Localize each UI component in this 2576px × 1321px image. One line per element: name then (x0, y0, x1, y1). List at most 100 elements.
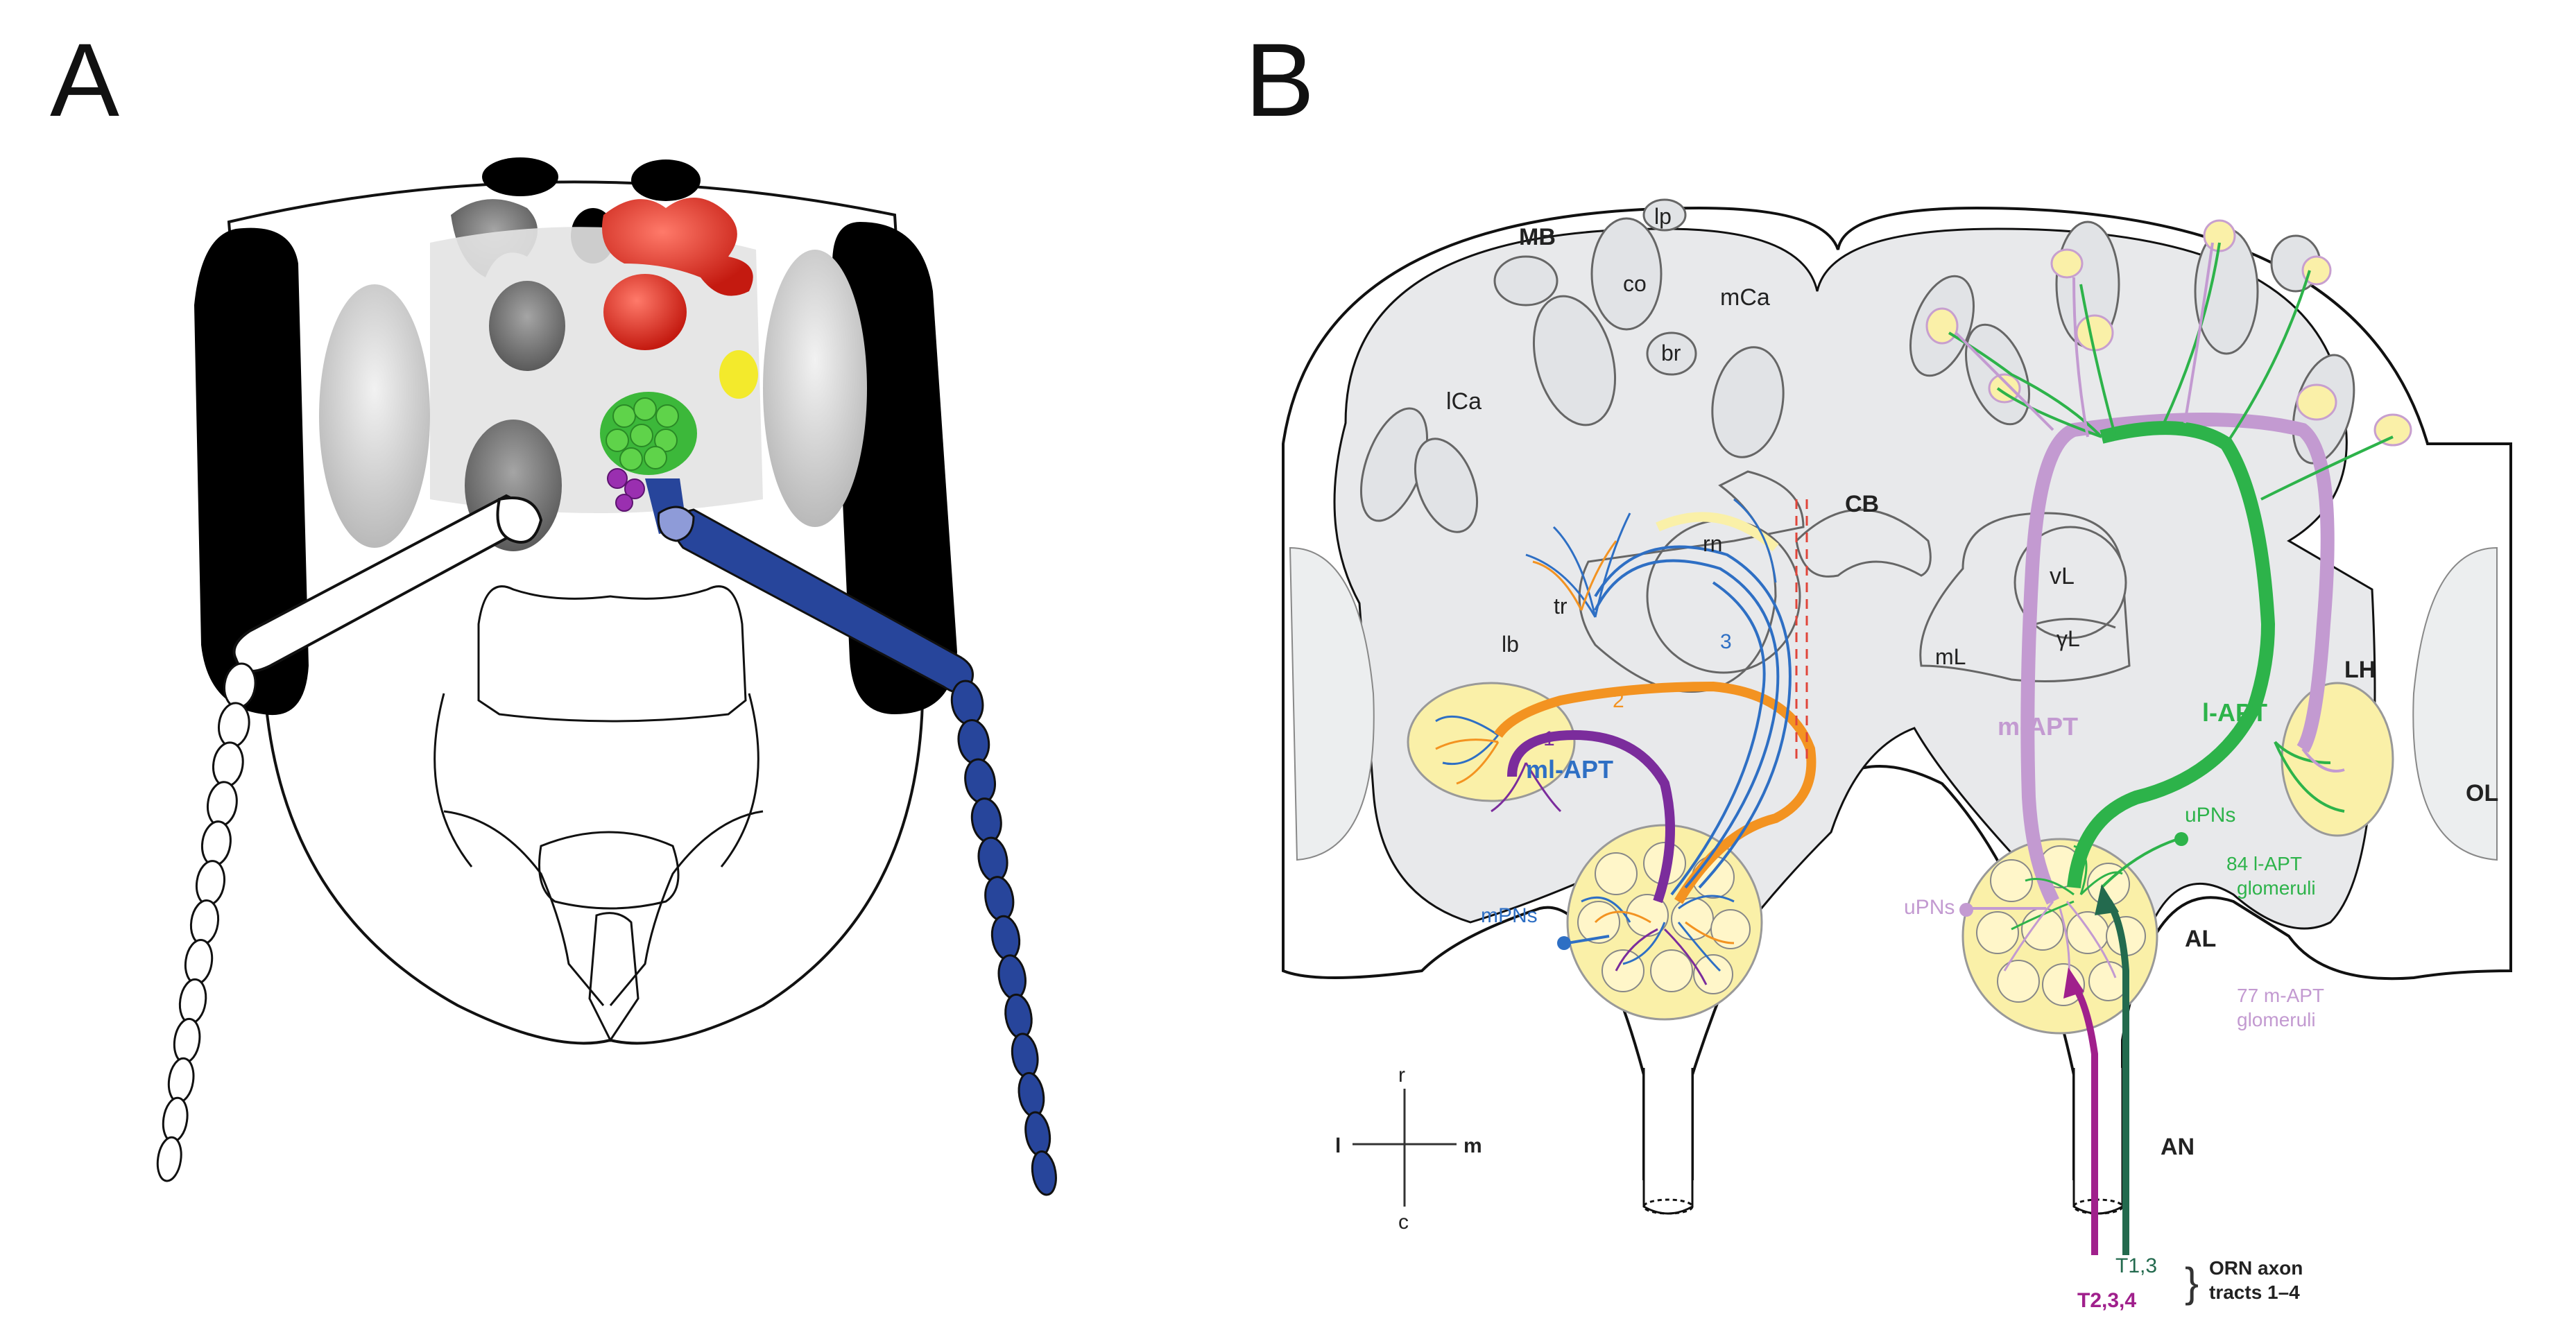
label-ml: mL (1935, 644, 1966, 669)
antenna-segment (1004, 993, 1033, 1039)
antennal-lobe-glomeruli-purple (607, 468, 645, 512)
gena-line-right (720, 693, 759, 867)
antenna-segment (977, 836, 1008, 883)
brain-lateral-horn-yellow (719, 350, 758, 399)
label-an: AN (2161, 1134, 2195, 1160)
mpns-dot (1557, 936, 1571, 950)
label-mapt-glom-1: 77 m-APT (2237, 985, 2324, 1006)
central-body (1795, 508, 1932, 578)
left-tract-dendrites (1435, 498, 1777, 985)
antenna-segment (970, 797, 1002, 843)
antenna-segment (206, 781, 238, 827)
flagellum-left (156, 662, 257, 1182)
mandibles (443, 810, 764, 1006)
upns-left-dot (1959, 903, 1973, 917)
antenna-segment (957, 719, 990, 765)
upns-right-line (2100, 838, 2179, 889)
brain-optic-lobe-right (763, 250, 867, 527)
antenna-segment (200, 820, 232, 867)
antenna-segment (189, 899, 220, 945)
axis-m: m (1463, 1134, 1482, 1157)
label-lapt-glom-2: glomeruli (2237, 877, 2316, 899)
label-upns-left: uPNs (1904, 896, 1955, 919)
label-upns-right: uPNs (2185, 804, 2235, 827)
m-apt-branches (1955, 242, 2345, 772)
gena-line-left (433, 693, 473, 867)
axis-c: c (1398, 1211, 1409, 1234)
label-mapt-glom-2: glomeruli (2237, 1009, 2316, 1030)
label-orn-2: tracts 1–4 (2209, 1281, 2300, 1303)
brain-mushroom-body-red (602, 198, 753, 296)
ocellus-left (482, 157, 558, 196)
vertical-lobe (2013, 526, 2127, 639)
antenna-segment (1031, 1150, 1057, 1196)
labrum (538, 831, 680, 910)
glomeruli-left (1577, 842, 1751, 994)
upns-right-dot (2174, 832, 2188, 846)
antenna-segment (990, 915, 1021, 961)
antenna-segment (162, 1096, 189, 1143)
label-tract-3: 3 (1720, 630, 1732, 653)
antenna-segment (997, 954, 1027, 1000)
optic-lobe-right (2412, 546, 2498, 861)
brain-lobe-grey (489, 281, 565, 371)
antenna-segment (212, 741, 244, 788)
label-tract-1: 1 (1543, 727, 1555, 750)
label-ol: OL (2466, 780, 2498, 806)
antenna-segment (167, 1057, 195, 1103)
tract-3-blue-1 (1594, 559, 1780, 889)
antenna-segment (156, 1136, 182, 1182)
antenna-segment (1017, 1071, 1045, 1118)
label-lca: lCa (1446, 388, 1482, 415)
label-ml-apt: ml-APT (1526, 755, 1613, 784)
label-mpns: mPNs (1481, 904, 1538, 927)
brain-calyx-red (603, 274, 687, 350)
label-t234: T2,3,4 (2077, 1289, 2136, 1312)
scape-left-base (496, 497, 543, 544)
antennal-lobe-glomeruli-green (606, 397, 679, 471)
antenna-segment (178, 978, 207, 1024)
antenna-left (232, 494, 543, 673)
compound-eye-left (194, 227, 309, 716)
panel-b-labels: MB lp co br mCa lCa CB rn tr lb vL γL mL… (1335, 204, 2498, 1312)
orn-brace: } (2185, 1259, 2199, 1306)
antenna-segment (173, 1017, 201, 1064)
label-vl: vL (2050, 563, 2075, 589)
tract-3-blue-3 (1670, 581, 1766, 896)
antenna-segment (195, 860, 225, 906)
panel-b-brain (1282, 198, 2512, 1255)
right-al-dendrites (2003, 845, 2123, 992)
label-lapt-glom-1: 84 l-APT (2226, 853, 2302, 874)
mpns-line (1567, 935, 1610, 944)
antenna-segment (184, 938, 214, 985)
tract-3-blue-2 (1594, 545, 1792, 889)
label-mb: MB (1519, 224, 1556, 250)
antennal-nerve-stalks (1642, 1068, 2124, 1215)
l-apt-tract (2067, 421, 2276, 889)
label-cb: CB (1845, 491, 1879, 517)
label-l-apt: l-APT (2202, 698, 2267, 727)
label-lb: lb (1502, 632, 1519, 657)
panel-label-b: B (1245, 21, 1315, 138)
panel-label-a: A (50, 21, 120, 138)
label-tract-2: 2 (1613, 689, 1624, 712)
label-m-apt: m-APT (1998, 712, 2078, 741)
label-lp: lp (1654, 204, 1672, 229)
antenna-segment (984, 876, 1015, 922)
label-rn: rn (1703, 531, 1722, 556)
antenna-segment (1024, 1111, 1051, 1157)
mushroom-body-left (1359, 198, 1785, 533)
axis-r: r (1398, 1064, 1405, 1087)
brain-optic-lobe-left (319, 284, 430, 548)
tract-1-purple (1507, 729, 1675, 904)
label-t13: T1,3 (2115, 1254, 2157, 1277)
ocellus-right (631, 159, 701, 201)
antenna-segment (964, 758, 996, 804)
panel-a-head (194, 157, 957, 1045)
antenna-segment (1011, 1033, 1039, 1078)
flagellum-right (950, 680, 1057, 1196)
label-al: AL (2185, 926, 2216, 952)
midline-dashes (1795, 499, 1808, 763)
l-apt-branches (1948, 242, 2394, 813)
